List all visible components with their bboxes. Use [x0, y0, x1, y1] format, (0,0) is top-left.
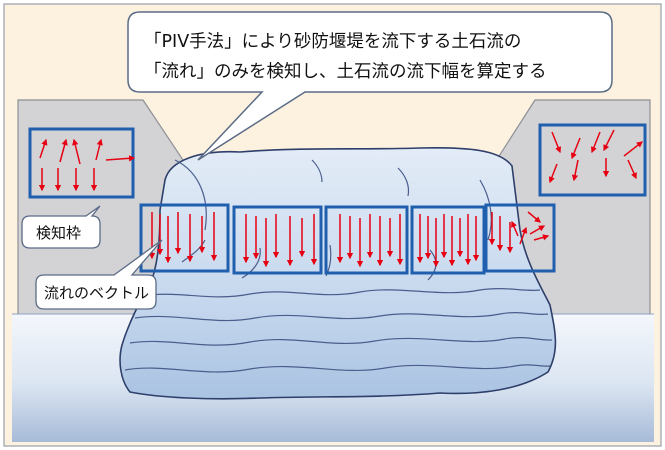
callout-line-1: 「PIV手法」により砂防堰堤を流下する土石流の	[144, 32, 521, 52]
label-bubble-detection-frame	[21, 205, 101, 249]
flow-vector-arrow	[519, 226, 528, 245]
flow-vector-arrow	[511, 220, 519, 237]
frame-right-dam	[538, 123, 647, 197]
debris-texture	[124, 159, 553, 373]
label-flow-vector: 流れのベクトル	[44, 284, 149, 302]
detection-frames	[28, 123, 647, 275]
flow-vector-arrow	[548, 163, 558, 184]
flow-vector-arrow	[527, 211, 541, 223]
flow-vector-arrow	[627, 159, 637, 180]
flow-vector-arrow	[590, 131, 601, 154]
frame-flow-3	[324, 205, 409, 275]
flow-vector-arrow	[603, 129, 615, 152]
flow-vector-arrow	[623, 141, 643, 157]
flow-vector-arrow	[72, 138, 81, 165]
flow-vector-arrow	[39, 138, 48, 159]
frame-flow-2	[232, 205, 323, 275]
callout-line-2: 「流れ」のみを検知し、土石流の流下幅を算定する	[144, 62, 547, 82]
frame-left-dam	[28, 127, 135, 199]
flow-vector-arrow	[571, 159, 579, 182]
callout-bubble	[127, 11, 613, 161]
flow-vector-arrow	[533, 234, 550, 241]
flow-vector-arrow	[551, 131, 562, 154]
label-bubble-flow-vector	[35, 239, 163, 310]
frame-flow-4	[410, 205, 486, 275]
flow-vector-arrow	[95, 138, 103, 161]
frame-flow-1	[139, 203, 230, 273]
flow-vector-arrow	[105, 155, 136, 162]
frame-flow-5	[484, 203, 556, 273]
flow-vector-arrow	[529, 225, 546, 235]
flow-vector-arrow	[570, 137, 581, 160]
flow-vector-arrow	[59, 138, 68, 163]
label-detection-frame: 検知枠	[36, 224, 81, 242]
